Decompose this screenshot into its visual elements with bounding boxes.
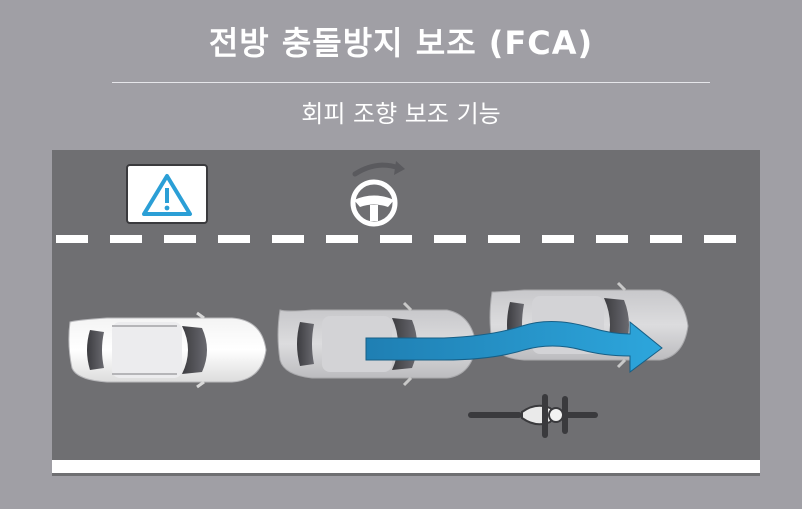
page-title: 전방 충돌방지 보조 (FCA) xyxy=(208,24,594,62)
page-subtitle: 회피 조향 보조 기능 xyxy=(301,100,501,128)
front-car xyxy=(489,281,689,369)
warning-triangle-icon xyxy=(126,164,208,224)
dashed-lane-line xyxy=(56,235,736,243)
road-scene xyxy=(52,150,760,476)
bicycle-icon xyxy=(468,394,598,438)
host-car xyxy=(68,311,267,389)
avoidance-path-arrow xyxy=(365,320,663,373)
road-edge-line xyxy=(52,460,760,473)
steering-wheel-icon xyxy=(350,161,405,227)
title-divider xyxy=(112,82,710,83)
